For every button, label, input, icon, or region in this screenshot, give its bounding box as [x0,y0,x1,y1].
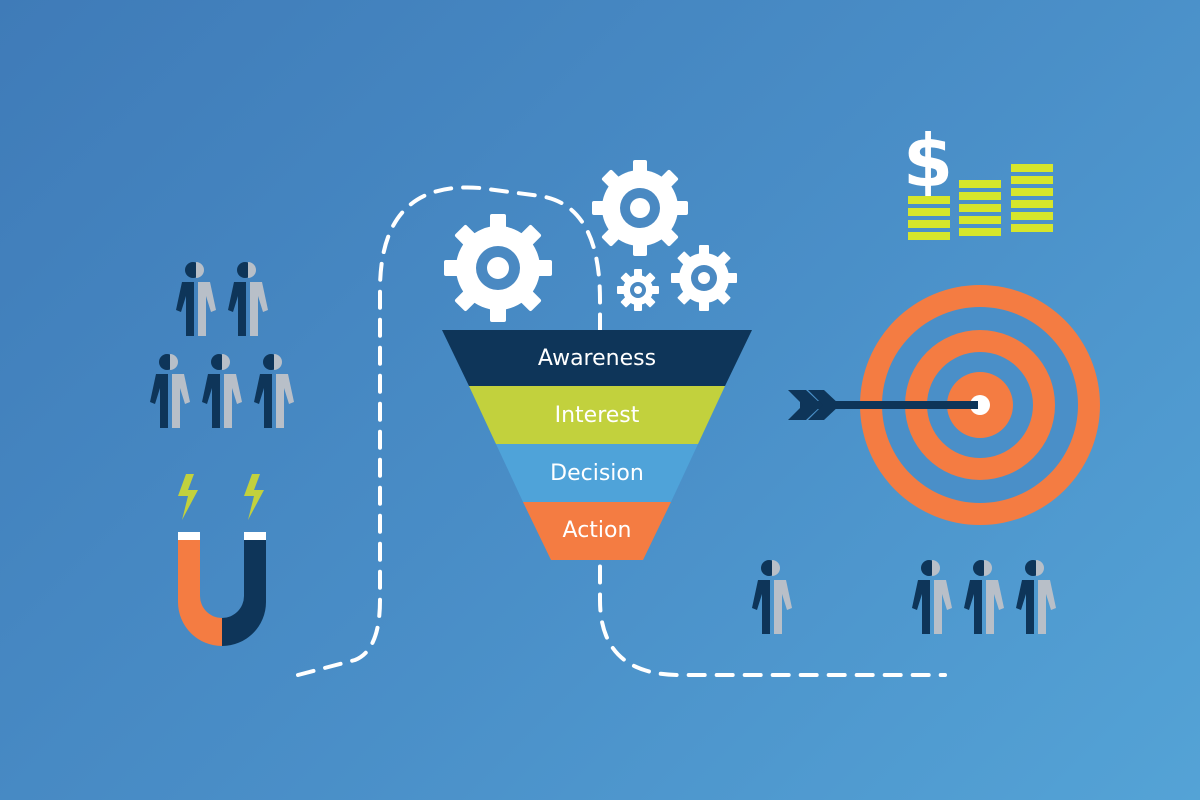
people-group-icon [150,262,294,428]
funnel-stage-awareness [442,330,752,386]
coin-stack-icon [908,164,1053,240]
person-icon [752,560,792,634]
funnel-label-action: Action [563,518,632,543]
funnel-label-decision: Decision [550,461,644,486]
funnel-stage-action [523,502,671,560]
funnel-label-awareness: Awareness [538,346,656,371]
funnel-icon: Awareness Interest Decision Action [442,330,752,560]
people-group-icon [912,560,1056,634]
gear-icon [444,160,737,322]
dashed-path [296,185,947,677]
funnel-stage-interest [469,386,725,444]
lightning-icon [178,474,264,520]
funnel-stage-decision [496,444,698,502]
magnet-icon [178,532,266,646]
funnel-label-interest: Interest [555,403,640,428]
arrow-icon [788,390,978,420]
target-icon [860,285,1100,525]
dollar-icon: $ [903,119,953,203]
